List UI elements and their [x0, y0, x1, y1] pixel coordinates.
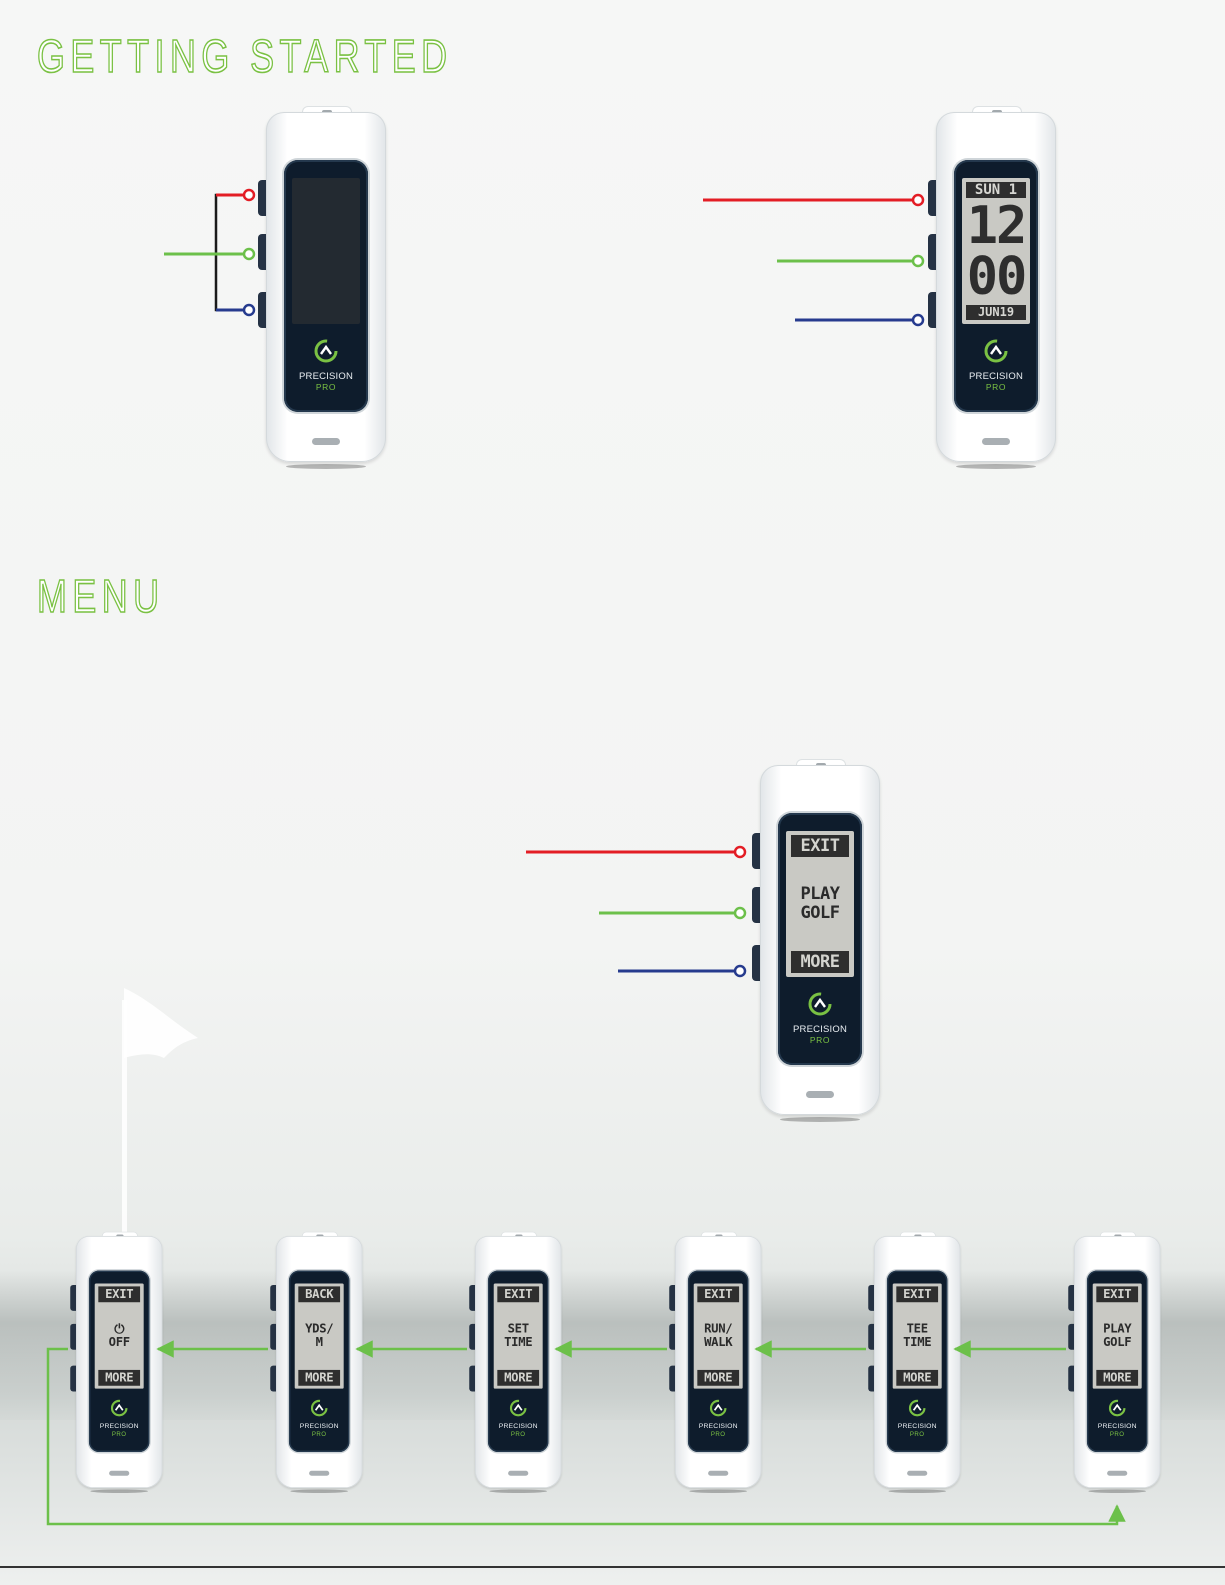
menu-callouts [526, 847, 745, 976]
menu-flow-arrows [48, 1349, 1117, 1524]
loop-arrow-icon [48, 1349, 1117, 1524]
page-bottom-rule [0, 1566, 1225, 1568]
bracket-callout [164, 190, 254, 315]
clock-callouts [703, 195, 923, 325]
